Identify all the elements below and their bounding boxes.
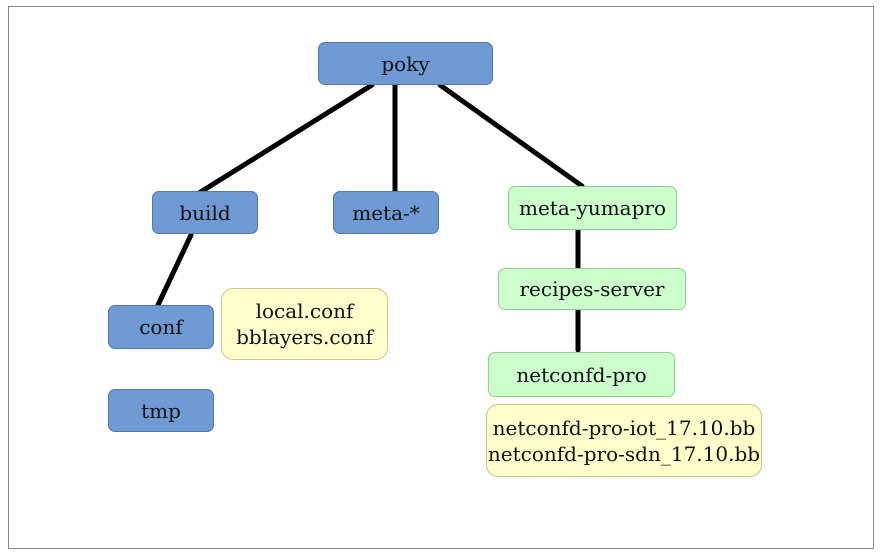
node-recipes-server-label: recipes-server bbox=[519, 277, 665, 301]
node-meta-yumapro: meta-yumapro bbox=[508, 186, 677, 230]
node-meta-yumapro-label: meta-yumapro bbox=[519, 196, 666, 220]
bb-file-iot: netconfd-pro-iot_17.10.bb bbox=[492, 415, 756, 440]
node-conf-label: conf bbox=[139, 315, 183, 339]
node-netconfd-pro-label: netconfd-pro bbox=[516, 362, 647, 387]
node-tmp: tmp bbox=[108, 389, 214, 432]
node-recipes-server: recipes-server bbox=[498, 268, 686, 310]
conf-file-bblayers: bblayers.conf bbox=[236, 325, 373, 349]
node-bb-files: netconfd-pro-iot_17.10.bb netconfd-pro-s… bbox=[486, 404, 762, 477]
edge-poky-meta-yumapro bbox=[437, 82, 585, 189]
node-tmp-label: tmp bbox=[141, 398, 181, 423]
bb-file-sdn: netconfd-pro-sdn_17.10.bb bbox=[487, 441, 761, 466]
conf-file-local: local.conf bbox=[255, 299, 354, 323]
node-poky-label: poky bbox=[381, 51, 430, 76]
node-conf: conf bbox=[108, 305, 214, 349]
node-meta-label: meta-* bbox=[352, 200, 420, 225]
node-build: build bbox=[152, 191, 258, 234]
node-netconfd-pro: netconfd-pro bbox=[488, 352, 675, 397]
node-poky: poky bbox=[318, 42, 493, 85]
node-meta: meta-* bbox=[333, 191, 439, 234]
node-build-label: build bbox=[179, 200, 231, 225]
edge-poky-build bbox=[196, 82, 375, 196]
edge-build-conf bbox=[155, 232, 194, 308]
node-conf-files: local.conf bblayers.conf bbox=[221, 288, 388, 360]
